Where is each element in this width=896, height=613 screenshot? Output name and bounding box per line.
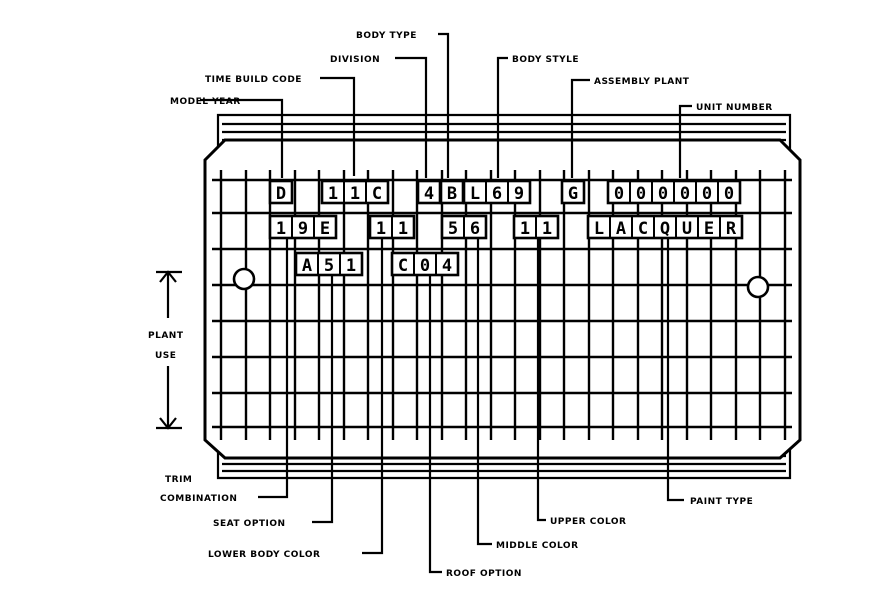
seat-option-code-box [294,251,364,277]
trim-code-box [268,214,338,240]
label-trim-line2: COMBINATION [160,494,237,504]
unit-number-code-char: 0 [658,184,668,204]
upper-color-code-char: 1 [542,219,552,239]
label-time-build-code: TIME BUILD CODE [205,75,302,85]
code-boxes [268,179,744,277]
label-unit-number: UNIT NUMBER [696,103,773,113]
label-upper-color: UPPER COLOR [550,517,626,527]
left-mount-hole [232,267,256,291]
upper-color-code-char: 1 [520,219,530,239]
lower-color-code-char: 1 [398,219,408,239]
label-middle-color: MIDDLE COLOR [496,541,579,551]
label-model-year: MODEL YEAR [170,97,241,107]
trim-code-char: 1 [276,219,286,239]
roof-option-code-char: 0 [420,256,430,276]
unit-number-code-char: 0 [614,184,624,204]
seat-option-code-char: 1 [346,256,356,276]
label-plant-use-line2: USE [155,351,176,361]
assembly-plant-code-char: G [568,184,578,204]
roof-option-code-char: C [398,256,408,276]
division-code-char: 4 [424,184,434,204]
middle-color-code-char: 6 [470,219,480,239]
body-style-code-box [462,179,532,205]
label-roof-option: ROOF OPTION [446,569,522,579]
trim-code-char: E [320,219,330,239]
paint-type-code-char: A [616,219,626,239]
paint-type-code-char: C [638,219,648,239]
label-division: DIVISION [330,55,380,65]
paint-type-code-char: E [704,219,714,239]
paint-type-code-char: L [594,219,604,239]
paint-type-code-box [586,214,744,240]
roof-option-code-char: 4 [442,256,452,276]
unit-number-code-char: 0 [702,184,712,204]
label-paint-type: PAINT TYPE [690,497,753,507]
model-year-code-box [268,179,294,205]
body-style-code-char: 6 [492,184,502,204]
model-year-code-char: D [276,184,286,204]
unit-number-code-char: 0 [636,184,646,204]
lower-color-code-char: 1 [376,219,386,239]
label-assembly-plant: ASSEMBLY PLANT [594,77,690,87]
leader-lines [156,32,692,574]
label-seat-option: SEAT OPTION [213,519,286,529]
trim-code-char: 9 [298,219,308,239]
time-build-code-box [320,179,390,205]
label-body-type: BODY TYPE [356,31,417,41]
body-type-code-char: B [447,184,457,204]
unit-number-code-char: 0 [724,184,734,204]
seat-option-code-char: A [302,256,312,276]
roof-option-code-box [390,251,460,277]
right-mount-hole [746,275,770,299]
label-lower-body-color: LOWER BODY COLOR [208,550,320,560]
paint-type-code-char: U [682,219,692,239]
middle-color-code-char: 5 [448,219,458,239]
label-plant-use-line1: PLANT [148,331,184,341]
assembly-plant-code-box [560,179,586,205]
label-trim-line1: TRIM [165,475,192,485]
paint-type-code-char: R [726,219,737,239]
unit-number-code-char: 0 [680,184,690,204]
body-style-code-char: L [470,184,480,204]
time-build-code-char: C [372,184,382,204]
time-build-code-char: 1 [350,184,360,204]
paint-type-code-char: Q [660,219,670,239]
seat-option-code-char: 5 [324,256,334,276]
time-build-code-char: 1 [328,184,338,204]
label-body-style: BODY STYLE [512,55,579,65]
body-style-code-char: 9 [514,184,524,204]
